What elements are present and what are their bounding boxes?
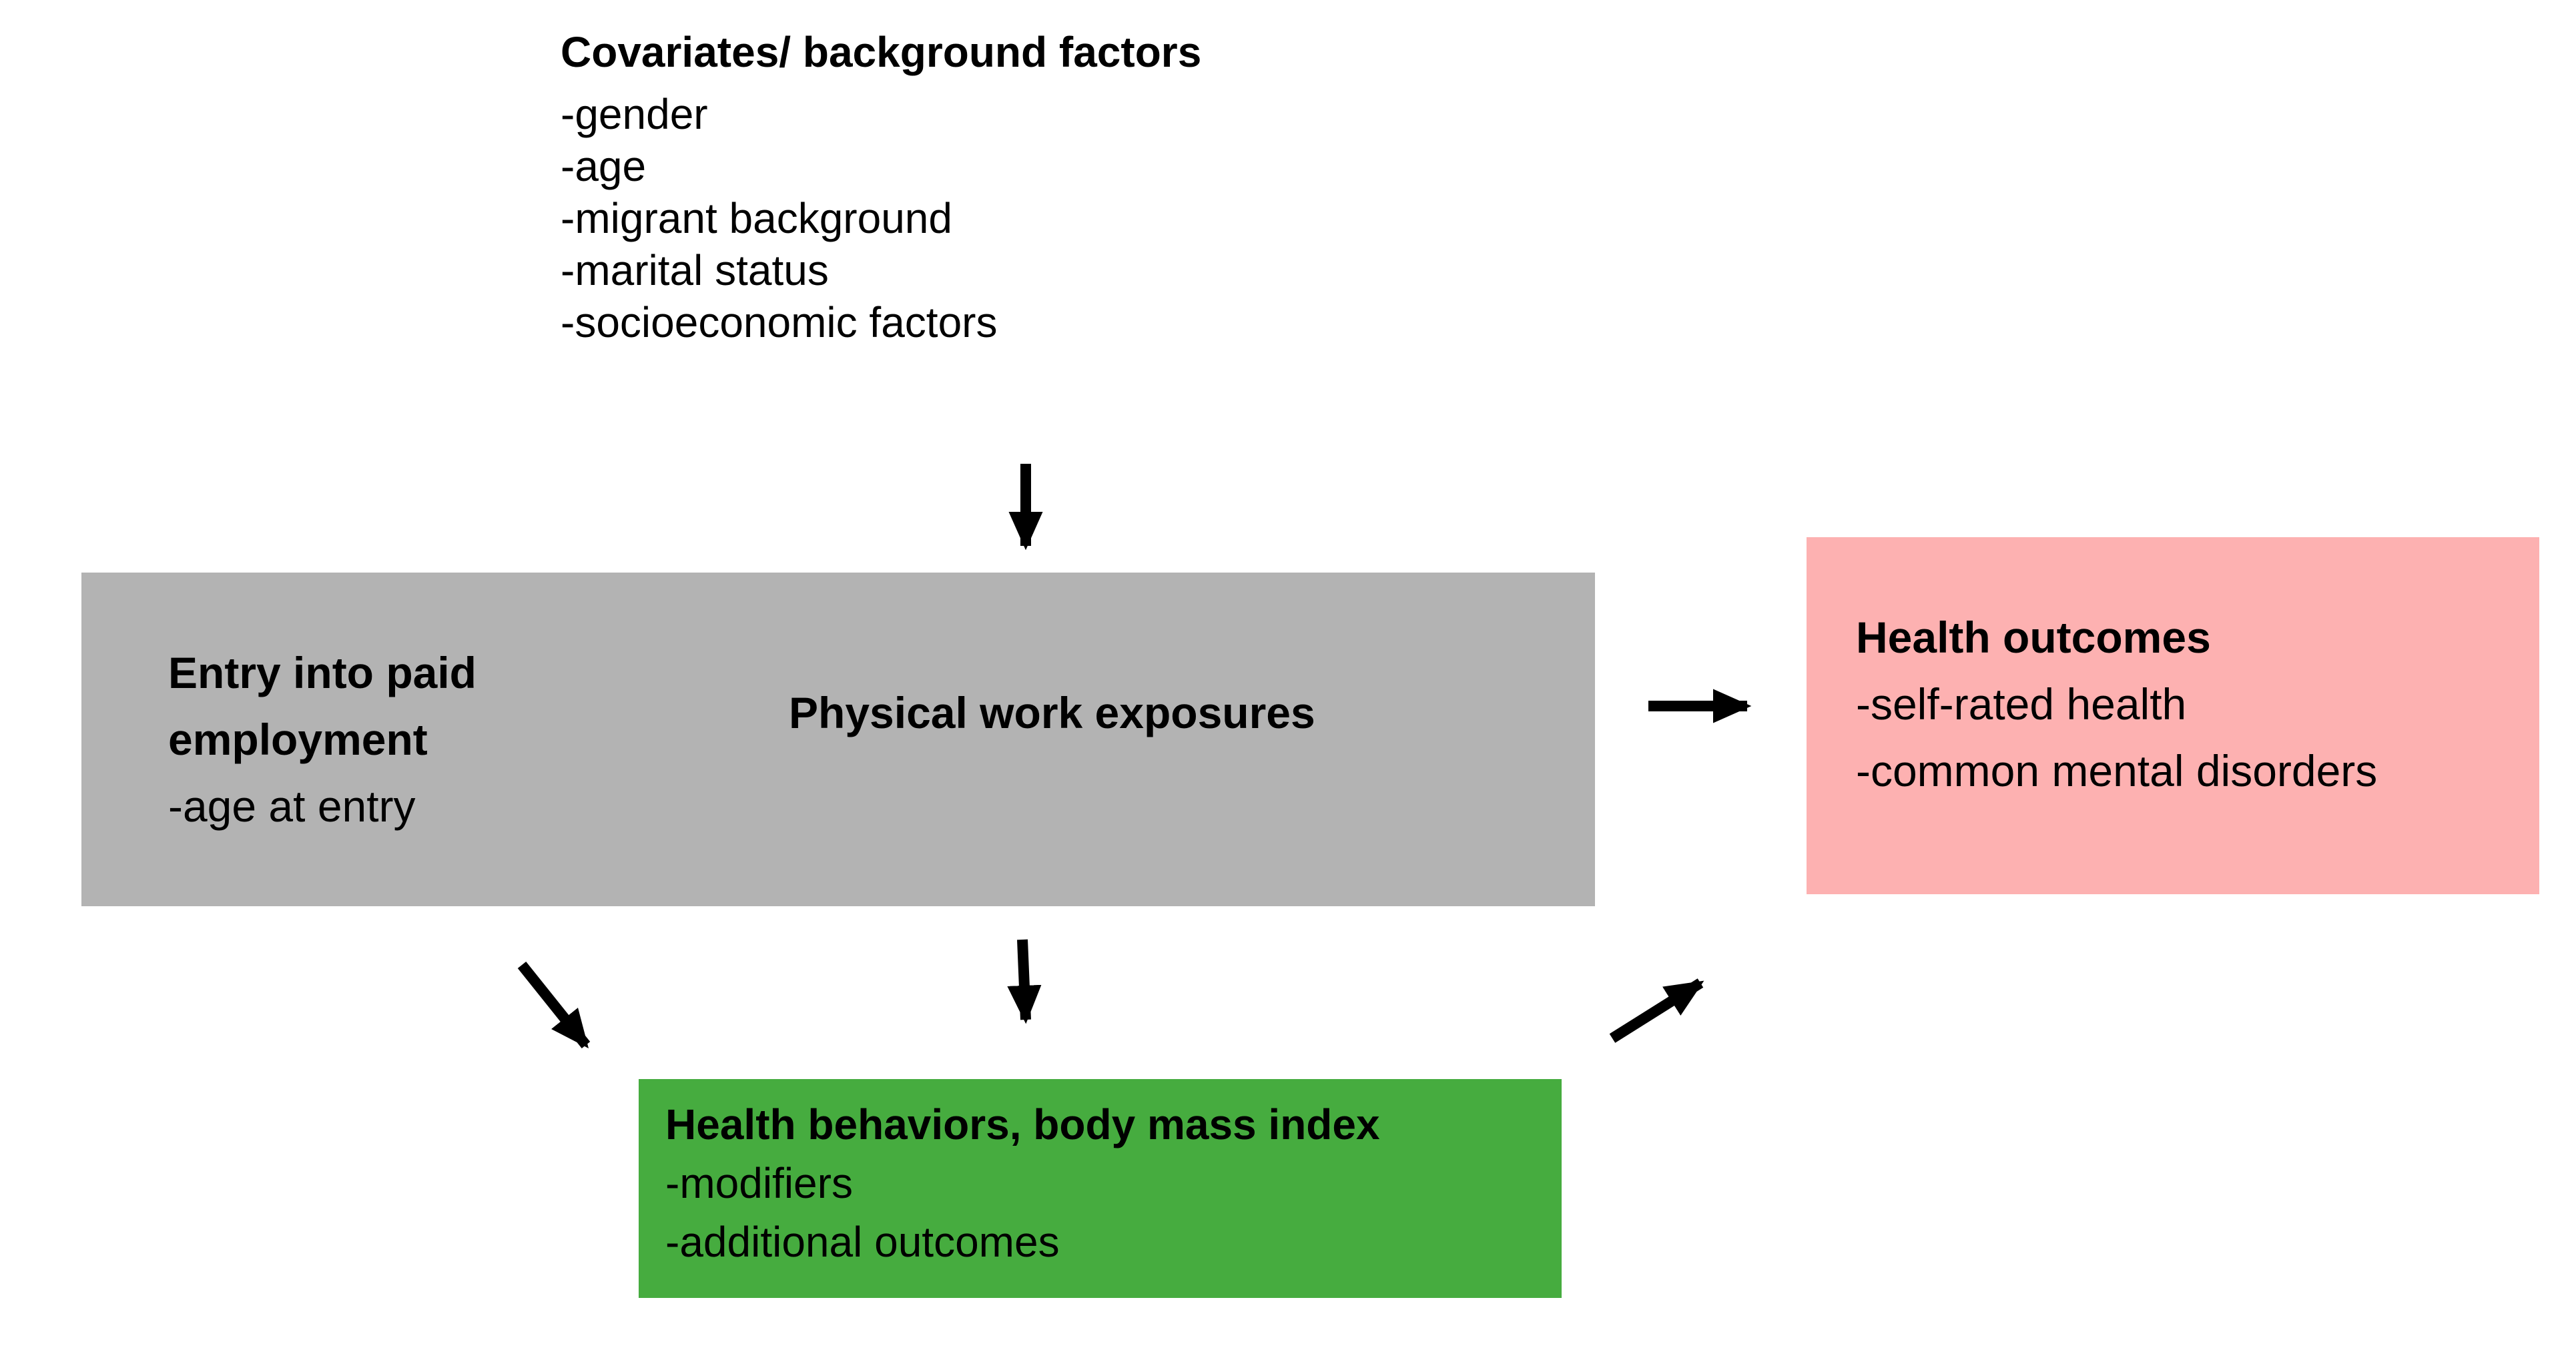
covariates-item-migrant-background: -migrant background	[561, 194, 952, 242]
health-behaviors-item-additional-outcomes: -additional outcomes	[665, 1218, 1060, 1266]
covariates-title: Covariates/ background factors	[561, 28, 1202, 76]
arrow-entry-to-health-behaviors	[517, 962, 591, 1048]
health-outcomes-title: Health outcomes	[1856, 613, 2211, 662]
covariates-item-gender: -gender	[561, 90, 708, 138]
health-behaviors-title: Health behaviors, body mass index	[665, 1100, 1380, 1148]
physical-work-exposures-label: Physical work exposures	[789, 688, 1315, 737]
physical-work-exposures-box: Entry into paid employment -age at entry…	[81, 573, 1595, 906]
health-behaviors-item-modifiers: -modifiers	[665, 1159, 853, 1207]
covariates-block: Covariates/ background factors -gender -…	[561, 25, 1201, 348]
arrow-health-behaviors-to-health-outcomes	[1609, 978, 1704, 1043]
arrow-exposures-to-health-behaviors	[1007, 939, 1042, 1024]
entry-employment-title: Entry into paid employment	[168, 648, 476, 764]
health-outcomes-item-common-mental-disorders: -common mental disorders	[1856, 746, 2378, 795]
health-outcomes-box: Health outcomes -self-rated health -comm…	[1807, 537, 2539, 894]
covariates-item-marital-status: -marital status	[561, 246, 829, 294]
health-behaviors-box: Health behaviors, body mass index -modif…	[639, 1079, 1562, 1298]
entry-employment-block: Entry into paid employment -age at entry	[168, 573, 569, 906]
covariates-item-socioeconomic-factors: -socioeconomic factors	[561, 298, 998, 346]
covariates-item-age: -age	[561, 142, 647, 190]
health-outcomes-item-self-rated-health: -self-rated health	[1856, 679, 2187, 729]
entry-employment-item-age-at-entry: -age at entry	[168, 781, 416, 831]
